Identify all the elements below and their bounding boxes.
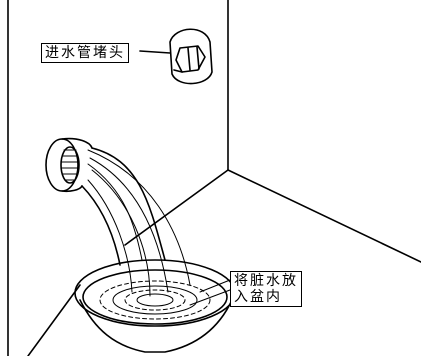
drain-label-line-2: 入盆内	[234, 289, 282, 305]
plug-leader-line	[139, 50, 171, 54]
basin-icon	[74, 259, 236, 353]
room-walls	[7, 0, 421, 357]
drain-leader-lines	[189, 279, 231, 306]
floor-left-edge-upper	[124, 169, 229, 246]
drain-hose-icon	[81, 147, 166, 266]
floor-right-edge	[227, 169, 421, 263]
inlet-plug-icon	[169, 28, 213, 85]
inlet-plug-label: 进水管堵头	[41, 43, 129, 63]
drain-label-line-1: 将脏水放	[234, 273, 298, 289]
water-streams-icon	[87, 149, 191, 297]
floor-left-edge-lower	[27, 284, 81, 357]
drain-to-basin-label: 将脏水放入盆内	[230, 271, 302, 307]
threaded-pipe-end-icon	[45, 137, 93, 193]
